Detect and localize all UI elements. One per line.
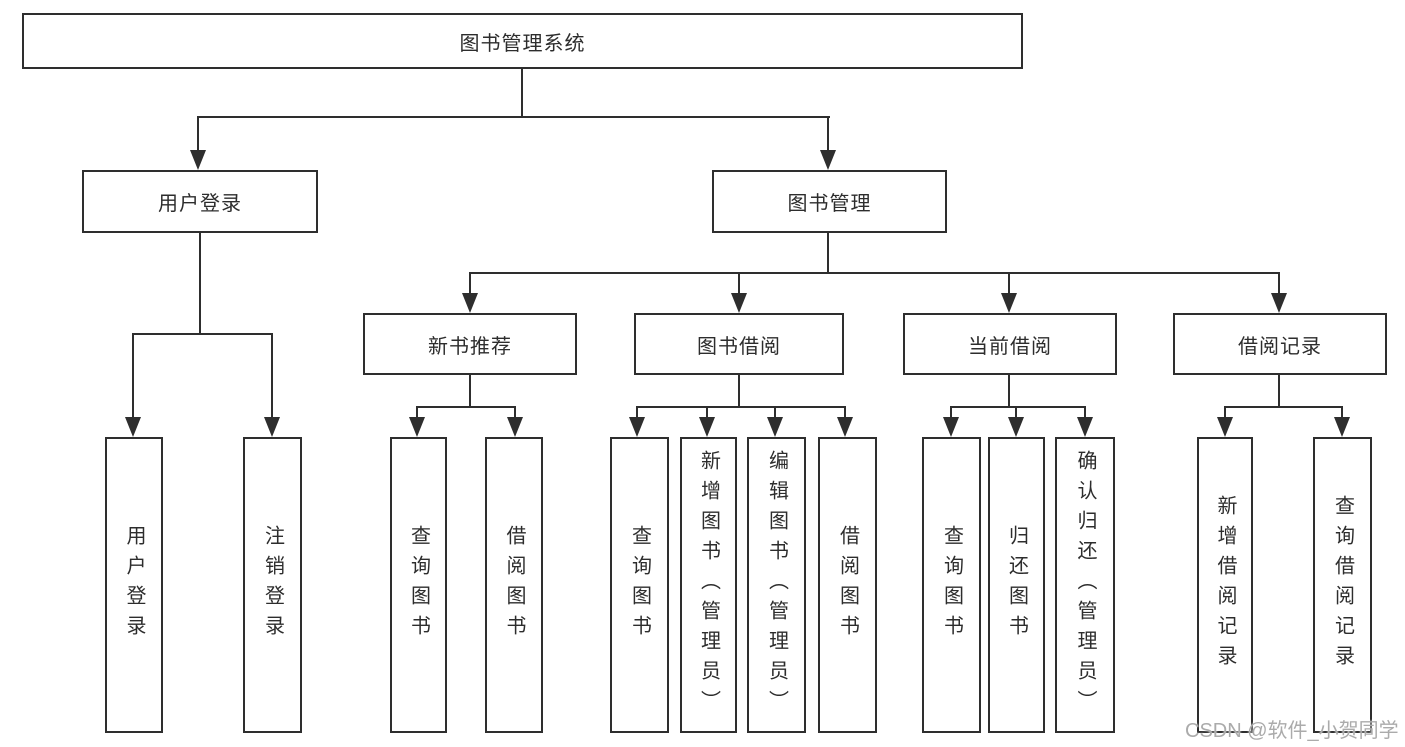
leaf-add-books-admin: 新增图书（管理员）: [680, 437, 737, 733]
leaf-user-login: 用户登录: [105, 437, 163, 733]
node-root-system-label: 图书管理系统: [459, 32, 586, 55]
leaf-user-login-label: 用户登录: [123, 525, 145, 645]
connector-to-book-mgmt: [827, 116, 829, 152]
connector-root-split: [198, 116, 830, 118]
connector-book-borrow-split: [636, 406, 846, 408]
arrow-down-icon: [1008, 417, 1024, 437]
arrow-down-icon: [507, 417, 523, 437]
node-user-login-label: 用户登录: [158, 193, 242, 215]
connector-to-leaf: [636, 406, 638, 419]
arrow-down-icon: [1217, 417, 1233, 437]
arrow-down-icon: [190, 150, 206, 170]
leaf-return-books-label: 归还图书: [1005, 525, 1028, 645]
leaf-query-books-under-new-rec: 查询图书: [390, 437, 447, 733]
leaf-borrow-books-under-new-rec: 借阅图书: [485, 437, 543, 733]
leaf-query-borrow-record: 查询借阅记录: [1313, 437, 1372, 733]
connector-to-borrow-records: [1278, 272, 1280, 296]
leaf-query-books-label: 查询图书: [940, 525, 963, 645]
csdn-watermark: CSDN @软件_小贺同学: [1185, 720, 1399, 742]
arrow-down-icon: [462, 293, 478, 313]
leaf-add-borrow-record: 新增借阅记录: [1197, 437, 1253, 733]
connector-to-leaf-logout: [271, 333, 273, 419]
connector-book-borrow-stem: [738, 375, 740, 408]
arrow-down-icon: [1001, 293, 1017, 313]
arrow-down-icon: [943, 417, 959, 437]
node-user-login: 用户登录: [82, 170, 318, 233]
leaf-query-books-under-current: 查询图书: [922, 437, 981, 733]
leaf-borrow-books-label: 借阅图书: [503, 525, 525, 645]
leaf-add-books-label: 新增图书（管理员）: [697, 450, 720, 720]
leaf-logout: 注销登录: [243, 437, 302, 733]
node-book-mgmt: 图书管理: [712, 170, 947, 233]
arrow-down-icon: [1334, 417, 1350, 437]
arrow-down-icon: [125, 417, 141, 437]
leaf-query-borrow-record-label: 查询借阅记录: [1331, 495, 1354, 675]
node-root-system: 图书管理系统: [22, 13, 1023, 69]
connector-to-leaf: [844, 406, 846, 419]
connector-new-book-rec-stem: [469, 375, 471, 408]
arrow-down-icon: [1077, 417, 1093, 437]
arrow-down-icon: [409, 417, 425, 437]
connector-to-current-borrow: [1008, 272, 1010, 296]
connector-borrow-records-stem: [1278, 375, 1280, 408]
leaf-query-books-under-borrow: 查询图书: [610, 437, 669, 733]
connector-new-book-rec-split: [416, 406, 516, 408]
connector-current-borrow-split: [950, 406, 1086, 408]
connector-to-new-book-rec: [469, 272, 471, 296]
leaf-query-books-label: 查询图书: [628, 525, 651, 645]
leaf-confirm-return-admin: 确认归还（管理员）: [1055, 437, 1115, 733]
node-current-borrow: 当前借阅: [903, 313, 1117, 375]
leaf-query-books-label: 查询图书: [407, 525, 430, 645]
leaf-edit-books-label: 编辑图书（管理员）: [765, 450, 788, 720]
connector-user-login-stem: [199, 233, 201, 335]
leaf-add-borrow-record-label: 新增借阅记录: [1214, 495, 1236, 675]
connector-to-leaf: [1224, 406, 1226, 419]
node-borrow-records-label: 借阅记录: [1238, 335, 1322, 358]
arrow-down-icon: [1271, 293, 1287, 313]
node-new-book-rec-label: 新书推荐: [428, 335, 512, 358]
arrow-down-icon: [731, 293, 747, 313]
arrow-down-icon: [820, 150, 836, 170]
arrow-down-icon: [767, 417, 783, 437]
connector-to-leaf: [1341, 406, 1343, 419]
arrow-down-icon: [837, 417, 853, 437]
leaf-borrow-books: 借阅图书: [818, 437, 877, 733]
connector-to-leaf: [416, 406, 418, 419]
connector-borrow-records-split: [1224, 406, 1343, 408]
node-new-book-rec: 新书推荐: [363, 313, 577, 375]
arrow-down-icon: [629, 417, 645, 437]
node-book-borrow-label: 图书借阅: [697, 335, 781, 358]
connector-to-leaf: [514, 406, 516, 419]
arrow-down-icon: [264, 417, 280, 437]
connector-book-mgmt-stem: [827, 233, 829, 274]
connector-to-leaf: [1015, 406, 1017, 419]
arrow-down-icon: [699, 417, 715, 437]
leaf-edit-books-admin: 编辑图书（管理员）: [747, 437, 806, 733]
connector-to-book-borrow: [738, 272, 740, 296]
leaf-return-books: 归还图书: [988, 437, 1045, 733]
connector-to-leaf-user-login: [132, 333, 134, 419]
node-current-borrow-label: 当前借阅: [968, 335, 1052, 358]
connector-to-leaf: [774, 406, 776, 419]
connector-current-borrow-stem: [1008, 375, 1010, 408]
leaf-confirm-return-label: 确认归还（管理员）: [1074, 450, 1096, 720]
leaf-logout-label: 注销登录: [261, 525, 284, 645]
leaf-borrow-books-label: 借阅图书: [836, 525, 859, 645]
connector-to-leaf: [1084, 406, 1086, 419]
node-borrow-records: 借阅记录: [1173, 313, 1387, 375]
connector-to-user-login: [197, 116, 199, 152]
node-book-borrow: 图书借阅: [634, 313, 844, 375]
node-book-mgmt-label: 图书管理: [787, 193, 872, 215]
connector-user-login-split: [132, 333, 273, 335]
connector-root-stem: [521, 68, 523, 118]
connector-to-leaf: [706, 406, 708, 419]
connector-book-mgmt-split: [469, 272, 1280, 274]
connector-to-leaf: [950, 406, 952, 419]
